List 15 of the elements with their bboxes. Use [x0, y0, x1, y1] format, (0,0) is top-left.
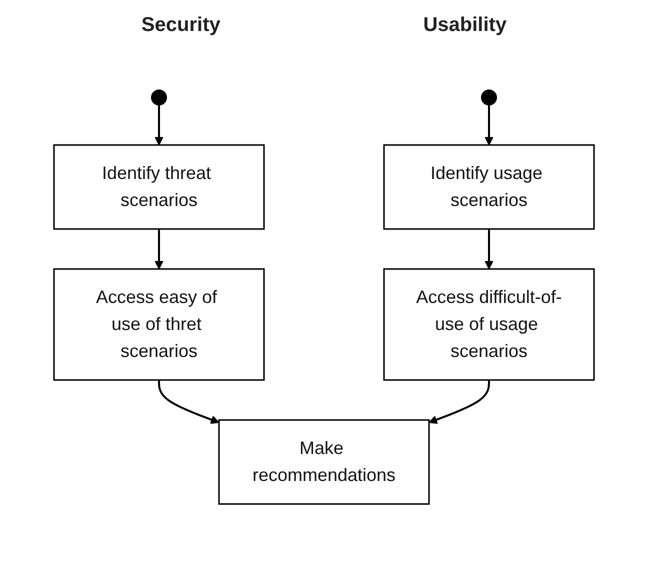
node-box: Access easy of use of thret scenarios — [53, 268, 265, 381]
node-box: Make recommendations — [218, 419, 430, 505]
column-heading: Usability — [423, 14, 507, 37]
arrow — [428, 380, 490, 424]
node-box: Identify threat scenarios — [53, 144, 265, 230]
arrow — [154, 105, 164, 146]
arrow — [154, 229, 164, 270]
arrow — [484, 229, 494, 270]
arrow — [158, 380, 220, 424]
arrow — [484, 105, 494, 146]
node-circle — [151, 90, 167, 106]
node-circle — [481, 90, 497, 106]
node-box: Identify usage scenarios — [383, 144, 595, 230]
column-heading: Security — [141, 14, 220, 37]
node-box: Access difficult-of-use of usage scenarios — [383, 268, 595, 381]
